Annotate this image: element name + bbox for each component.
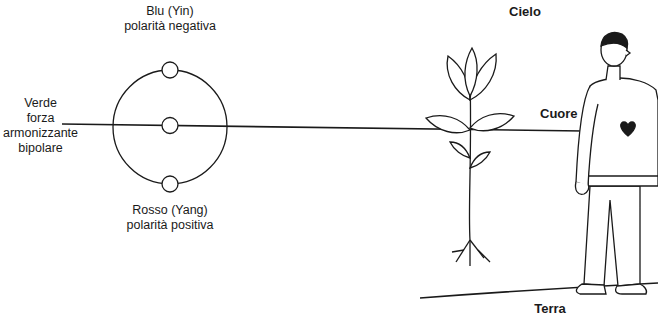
heart-symbol (621, 122, 636, 136)
harmony-label: Verde forza armonizzante bipolare (3, 96, 78, 156)
ground-line (420, 283, 658, 298)
heart-line (62, 124, 658, 132)
plant (426, 48, 514, 266)
sky-label: Cielo (509, 4, 541, 19)
center-point (162, 118, 178, 134)
heart-label: Cuore (540, 106, 578, 121)
man-figure (575, 33, 658, 295)
yang-point (162, 176, 178, 192)
yin-point (162, 62, 178, 78)
polarity-label: Blu (Yin) polarità negativa (124, 4, 216, 34)
polarity-label: Rosso (Yang) polarità positiva (127, 203, 214, 233)
earth-label: Terra (534, 301, 566, 316)
polarity-circle (113, 70, 227, 184)
